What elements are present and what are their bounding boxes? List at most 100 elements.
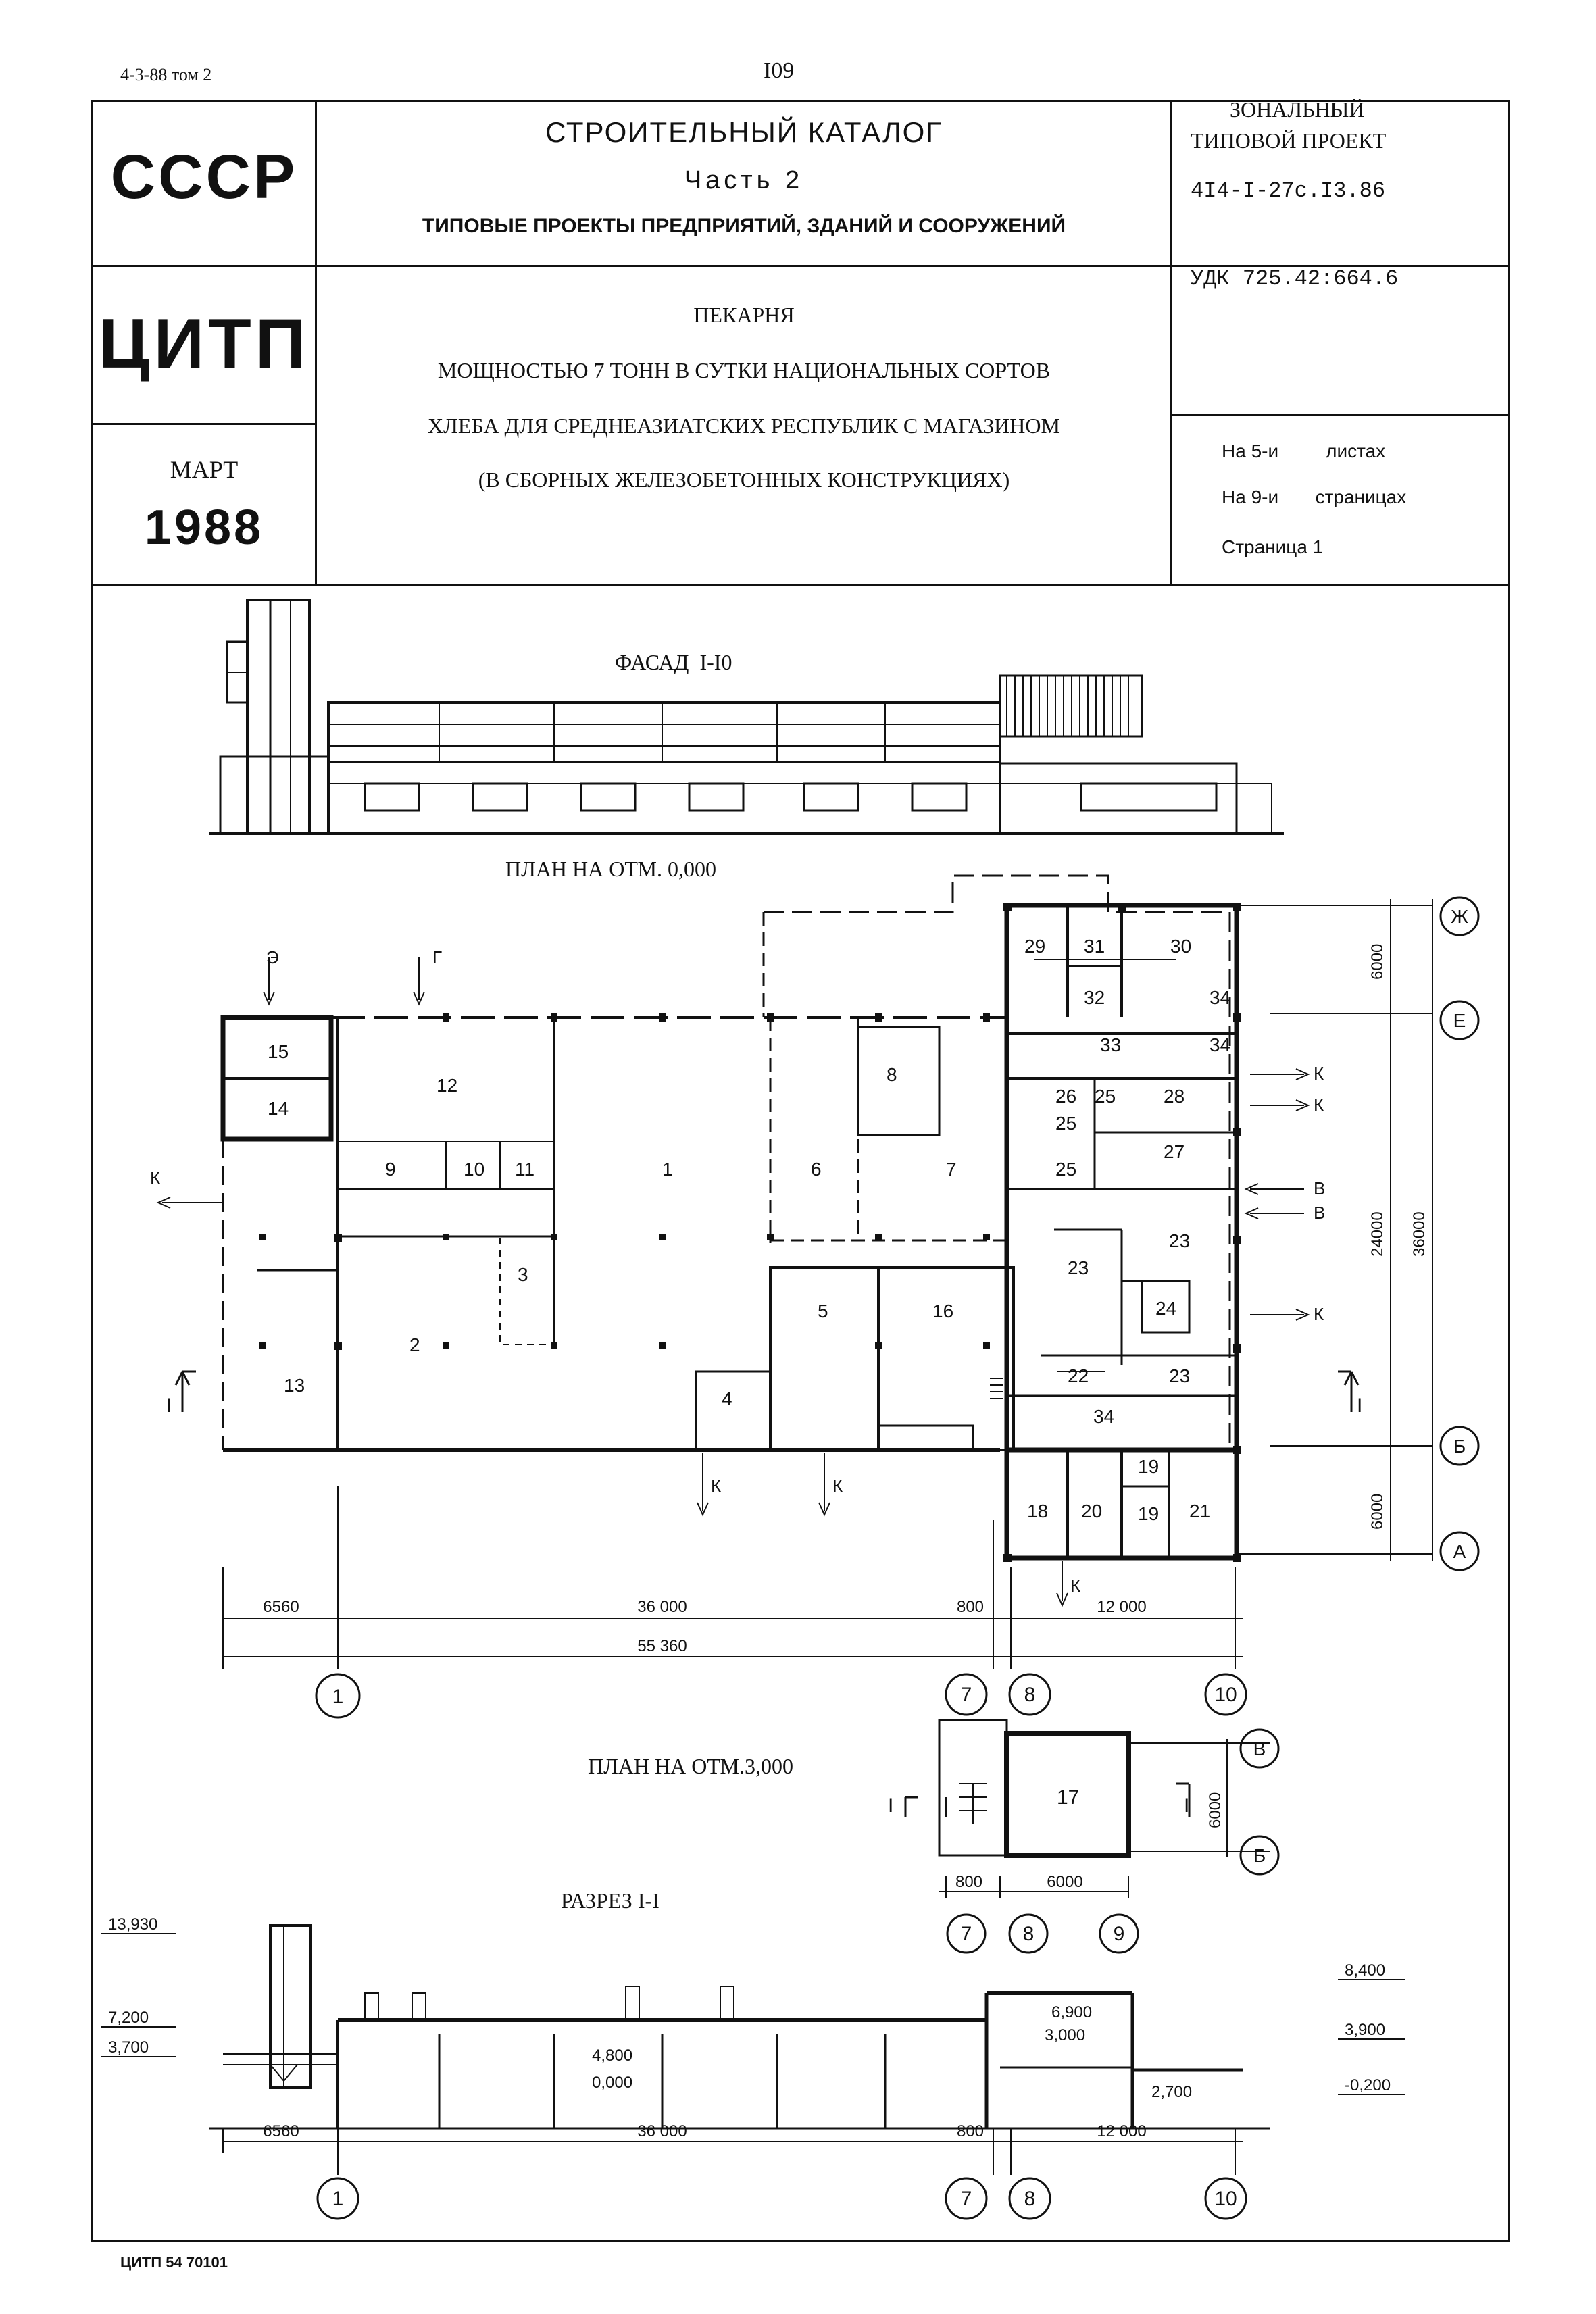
level-label: 3,700 [108, 2038, 149, 2057]
plan3-title: ПЛАН НА ОТМ.3,000 [588, 1754, 793, 1778]
dim-label: 36 000 [637, 2122, 687, 2140]
room-label: 12 [437, 1075, 457, 1096]
dim-label: 36000 [1410, 1211, 1428, 1257]
room-label: 19 [1138, 1503, 1159, 1524]
catalog-title: СТРОИТЕЛЬНЫЙ КАТАЛОГ [545, 116, 943, 148]
room-label: 10 [464, 1159, 484, 1180]
plan0-entry-labels: Э Г К К К К К К К В В [150, 947, 1325, 1596]
axis-label: Б [1253, 1845, 1266, 1866]
facade-title: ФАСАД I-I0 [615, 650, 732, 674]
year-label: 1988 [144, 501, 264, 555]
plan0-entries [156, 957, 1310, 1607]
sheets-count: На 5-и листах [1222, 441, 1386, 461]
catalog-part: Часть 2 [684, 166, 804, 195]
plan0-row-axis-labels: Ж Е Б А [1451, 906, 1468, 1562]
page-index: Страница 1 [1222, 536, 1324, 557]
facade-drawing [209, 599, 1284, 835]
plan0-right-axes [1237, 896, 1480, 1571]
axis-label: 7 [961, 2188, 972, 2210]
room-label: 34 [1210, 1034, 1230, 1055]
level-label: 2,700 [1151, 2083, 1192, 2101]
room-label: 7 [946, 1159, 957, 1180]
entry-label: К [711, 1476, 721, 1496]
level-label: 13,930 [108, 1915, 157, 1934]
desc-line-3: ХЛЕБА ДЛЯ СРЕДНЕАЗИАТСКИХ РЕСПУБЛИК С МА… [428, 413, 1060, 438]
room-label: 31 [1084, 936, 1105, 957]
room-label: 23 [1068, 1257, 1089, 1278]
room-label: 4 [722, 1388, 732, 1409]
room-label: 3 [518, 1264, 528, 1285]
room-label: 18 [1027, 1501, 1048, 1521]
axis-label: Е [1453, 1010, 1466, 1031]
level-label: 6,900 [1051, 2003, 1092, 2021]
org-label: ЦИТП [98, 305, 310, 383]
axis-label: 9 [1114, 1923, 1125, 1945]
room-label: 25 [1055, 1159, 1076, 1180]
entry-label: В [1314, 1178, 1325, 1199]
project-type-2: ТИПОВОЙ ПРОЕКТ [1191, 128, 1387, 153]
project-type-1: ЗОНАЛЬНЫЙ [1230, 97, 1365, 122]
room-label: 27 [1164, 1141, 1184, 1162]
level-label: 8,400 [1345, 1961, 1385, 1980]
entry-label: Э [266, 947, 279, 967]
room-label: 21 [1189, 1501, 1210, 1521]
plan0-bottom-dim-labels: 6560 36 000 800 12 000 55 360 [263, 1598, 1146, 1655]
axis-label: 10 [1214, 2188, 1237, 2210]
section-labels: 13,930 7,200 3,700 4,800 0,000 6,900 3,0… [108, 1915, 1391, 2140]
room-label: 13 [284, 1375, 305, 1396]
level-label: 7,200 [108, 2009, 149, 2027]
entry-label: В [1314, 1203, 1325, 1223]
dim-label: 800 [957, 2122, 984, 2140]
axis-label: 8 [1024, 1684, 1036, 1706]
room-label: 23 [1169, 1230, 1190, 1251]
room-label: 11 [515, 1159, 534, 1180]
level-label: 4,800 [592, 2046, 632, 2065]
room-label: 25 [1095, 1086, 1116, 1107]
sheet-frame [91, 100, 1510, 2242]
desc-line-1: ПЕКАРНЯ [693, 303, 795, 327]
dim-label: 6560 [263, 2122, 299, 2140]
room-label: 22 [1068, 1365, 1089, 1386]
dim-label: 55 360 [637, 1637, 687, 1655]
room-label: 28 [1164, 1086, 1184, 1107]
section-title: РАЗРЕЗ I-I [561, 1888, 659, 1913]
room-label: 9 [385, 1159, 396, 1180]
room-label: 34 [1210, 987, 1230, 1008]
plan0-title: ПЛАН НА ОТМ. 0,000 [505, 857, 716, 881]
room-label: 17 [1057, 1786, 1079, 1809]
axis-label: 7 [961, 1684, 972, 1706]
dim-label: 24000 [1368, 1211, 1387, 1257]
room-label: 23 [1169, 1365, 1190, 1386]
room-label: 26 [1055, 1086, 1076, 1107]
level-label: 0,000 [592, 2073, 632, 2092]
room-label: 29 [1024, 936, 1045, 957]
room-label: 33 [1100, 1034, 1121, 1055]
entry-label: К [1070, 1576, 1080, 1596]
month-label: МАРТ [170, 456, 239, 483]
desc-line-2: МОЩНОСТЬЮ 7 ТОНН В СУТКИ НАЦИОНАЛЬНЫХ СО… [437, 358, 1051, 382]
section-mark: I [166, 1394, 172, 1417]
udk-code: УДК 725.42:664.6 [1191, 266, 1399, 291]
entry-label: К [832, 1476, 843, 1496]
dim-label: 800 [957, 1598, 984, 1616]
entry-label: К [150, 1167, 160, 1188]
axis-label: 7 [961, 1923, 972, 1945]
plan0-col-axis-labels: 1 7 8 10 [332, 1684, 1237, 1708]
axis-label: А [1453, 1541, 1466, 1562]
plan0-section-labels: I I [166, 1394, 1362, 1417]
room-label: 20 [1081, 1501, 1102, 1521]
room-label: 16 [932, 1301, 953, 1322]
desc-line-4: (В СБОРНЫХ ЖЕЛЕЗОБЕТОННЫХ КОНСТРУКЦИЯХ) [478, 468, 1010, 492]
section-mark: I [1184, 1794, 1189, 1817]
section-axis-labels: 1 7 8 10 [332, 2188, 1237, 2210]
axis-label: Ж [1451, 906, 1468, 927]
room-label: 24 [1155, 1298, 1176, 1319]
dim-label: 6560 [263, 1598, 299, 1616]
dim-label: 6000 [1368, 944, 1387, 980]
room-label: 14 [268, 1098, 289, 1119]
footer-code: ЦИТП 54 70101 [120, 2254, 228, 2271]
level-label: -0,200 [1345, 2076, 1391, 2094]
axis-label: В [1253, 1738, 1266, 1759]
page-number: I09 [764, 58, 795, 83]
